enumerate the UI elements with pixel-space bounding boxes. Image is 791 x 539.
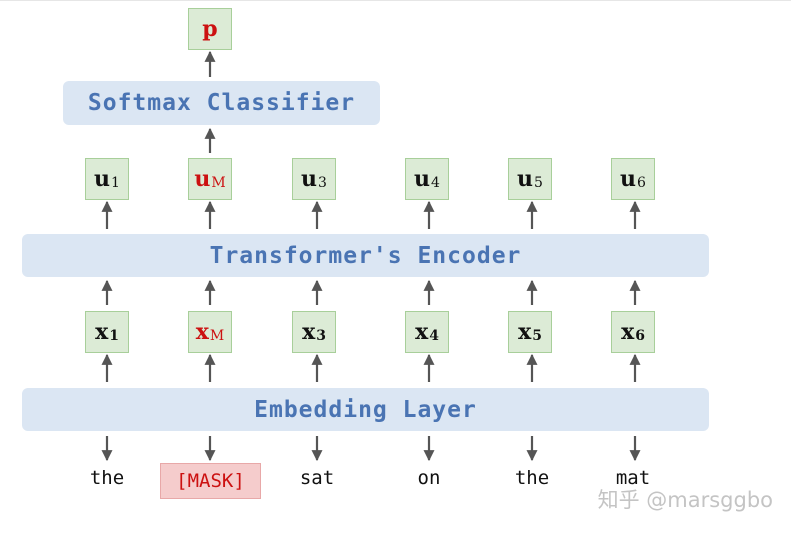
- embedding-base: x: [621, 319, 635, 345]
- token-mask: [MASK]: [160, 463, 261, 499]
- embedding-layer: Embedding Layer: [22, 388, 709, 431]
- hidden-output-base: u: [94, 166, 111, 192]
- embedding-sub: 5: [532, 328, 542, 344]
- embedding-base: x: [195, 319, 209, 345]
- hidden-output-base: u: [517, 166, 534, 192]
- token-on: on: [417, 467, 441, 489]
- embedding-sub: 6: [635, 328, 645, 344]
- hidden-output-sub: 4: [431, 175, 440, 191]
- softmax-classifier: Softmax Classifier: [63, 81, 380, 125]
- token-mat: mat: [615, 467, 651, 489]
- embedding-sub: 4: [429, 328, 439, 344]
- hidden-output-sub: 3: [318, 175, 327, 191]
- token-the-1: the: [89, 467, 125, 489]
- embedding-sub: 3: [316, 328, 326, 344]
- transformer-encoder-label: Transformer's Encoder: [209, 242, 522, 269]
- softmax-classifier-label: Softmax Classifier: [87, 90, 356, 116]
- embedding-base: x: [518, 319, 532, 345]
- hidden-output-base: u: [414, 166, 431, 192]
- top-divider: [0, 0, 791, 1]
- output-label: p: [202, 16, 218, 42]
- output-probability-box: p: [188, 8, 232, 50]
- token-sat: sat: [299, 467, 335, 489]
- hidden-output-base: u: [194, 166, 211, 192]
- hidden-output-sub: M: [211, 175, 226, 191]
- embedding-layer-label: Embedding Layer: [254, 396, 477, 423]
- hidden-output-base: u: [620, 166, 637, 192]
- hidden-output-sub: 5: [534, 175, 543, 191]
- watermark: 知乎 @marsggbo: [597, 488, 773, 512]
- embedding-base: x: [95, 319, 109, 345]
- hidden-output-sub: 1: [111, 175, 120, 191]
- transformer-encoder: Transformer's Encoder: [22, 234, 709, 277]
- embedding-base: x: [415, 319, 429, 345]
- token-the-2: the: [514, 467, 550, 489]
- hidden-output-base: u: [301, 166, 318, 192]
- hidden-output-sub: 6: [637, 175, 646, 191]
- embedding-sub: M: [209, 328, 225, 344]
- embedding-base: x: [302, 319, 316, 345]
- embedding-sub: 1: [109, 328, 119, 344]
